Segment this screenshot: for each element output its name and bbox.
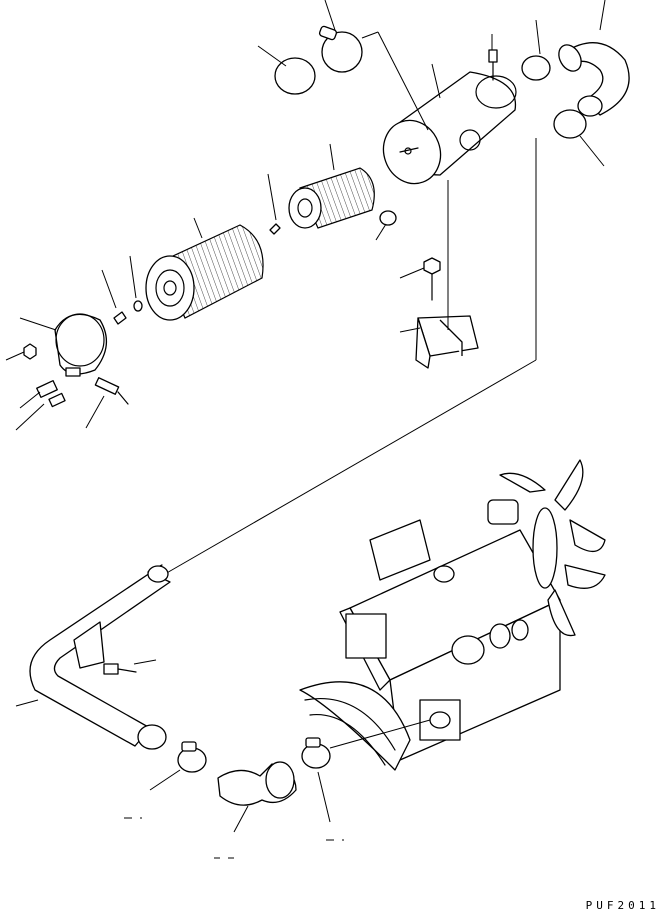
hose-elbow bbox=[217, 761, 297, 806]
o-ring bbox=[379, 210, 397, 226]
clamp-lower-right bbox=[301, 737, 331, 769]
band-bolts bbox=[36, 377, 129, 408]
flywheel-housing bbox=[299, 681, 411, 771]
clamp-upper-right bbox=[521, 55, 587, 139]
leader-lines bbox=[5, 0, 606, 833]
mounting-bracket bbox=[415, 315, 479, 369]
outer-filter-element bbox=[145, 224, 264, 321]
washer bbox=[133, 300, 143, 312]
intake-pipe bbox=[29, 564, 171, 750]
wing-nut bbox=[113, 223, 281, 325]
cooling-fan bbox=[499, 459, 606, 637]
inner-filter-element bbox=[288, 167, 375, 229]
mounting-band bbox=[54, 313, 107, 377]
bracket-bolt bbox=[423, 257, 441, 301]
dust-cap-ellipse bbox=[274, 57, 316, 95]
clamp-lower-left bbox=[177, 741, 207, 773]
index-dashes bbox=[124, 817, 344, 859]
drawing-code: PUF2011 bbox=[585, 899, 660, 912]
small-bolt-top bbox=[488, 49, 498, 81]
clamp-top-left bbox=[318, 25, 363, 73]
air-cleaner-body bbox=[382, 71, 517, 185]
nut-left bbox=[23, 343, 37, 360]
engine-block bbox=[339, 499, 561, 761]
outlet-elbow-hose bbox=[558, 42, 630, 117]
pipe-bolt bbox=[103, 663, 137, 675]
assembly-lines bbox=[157, 31, 537, 579]
